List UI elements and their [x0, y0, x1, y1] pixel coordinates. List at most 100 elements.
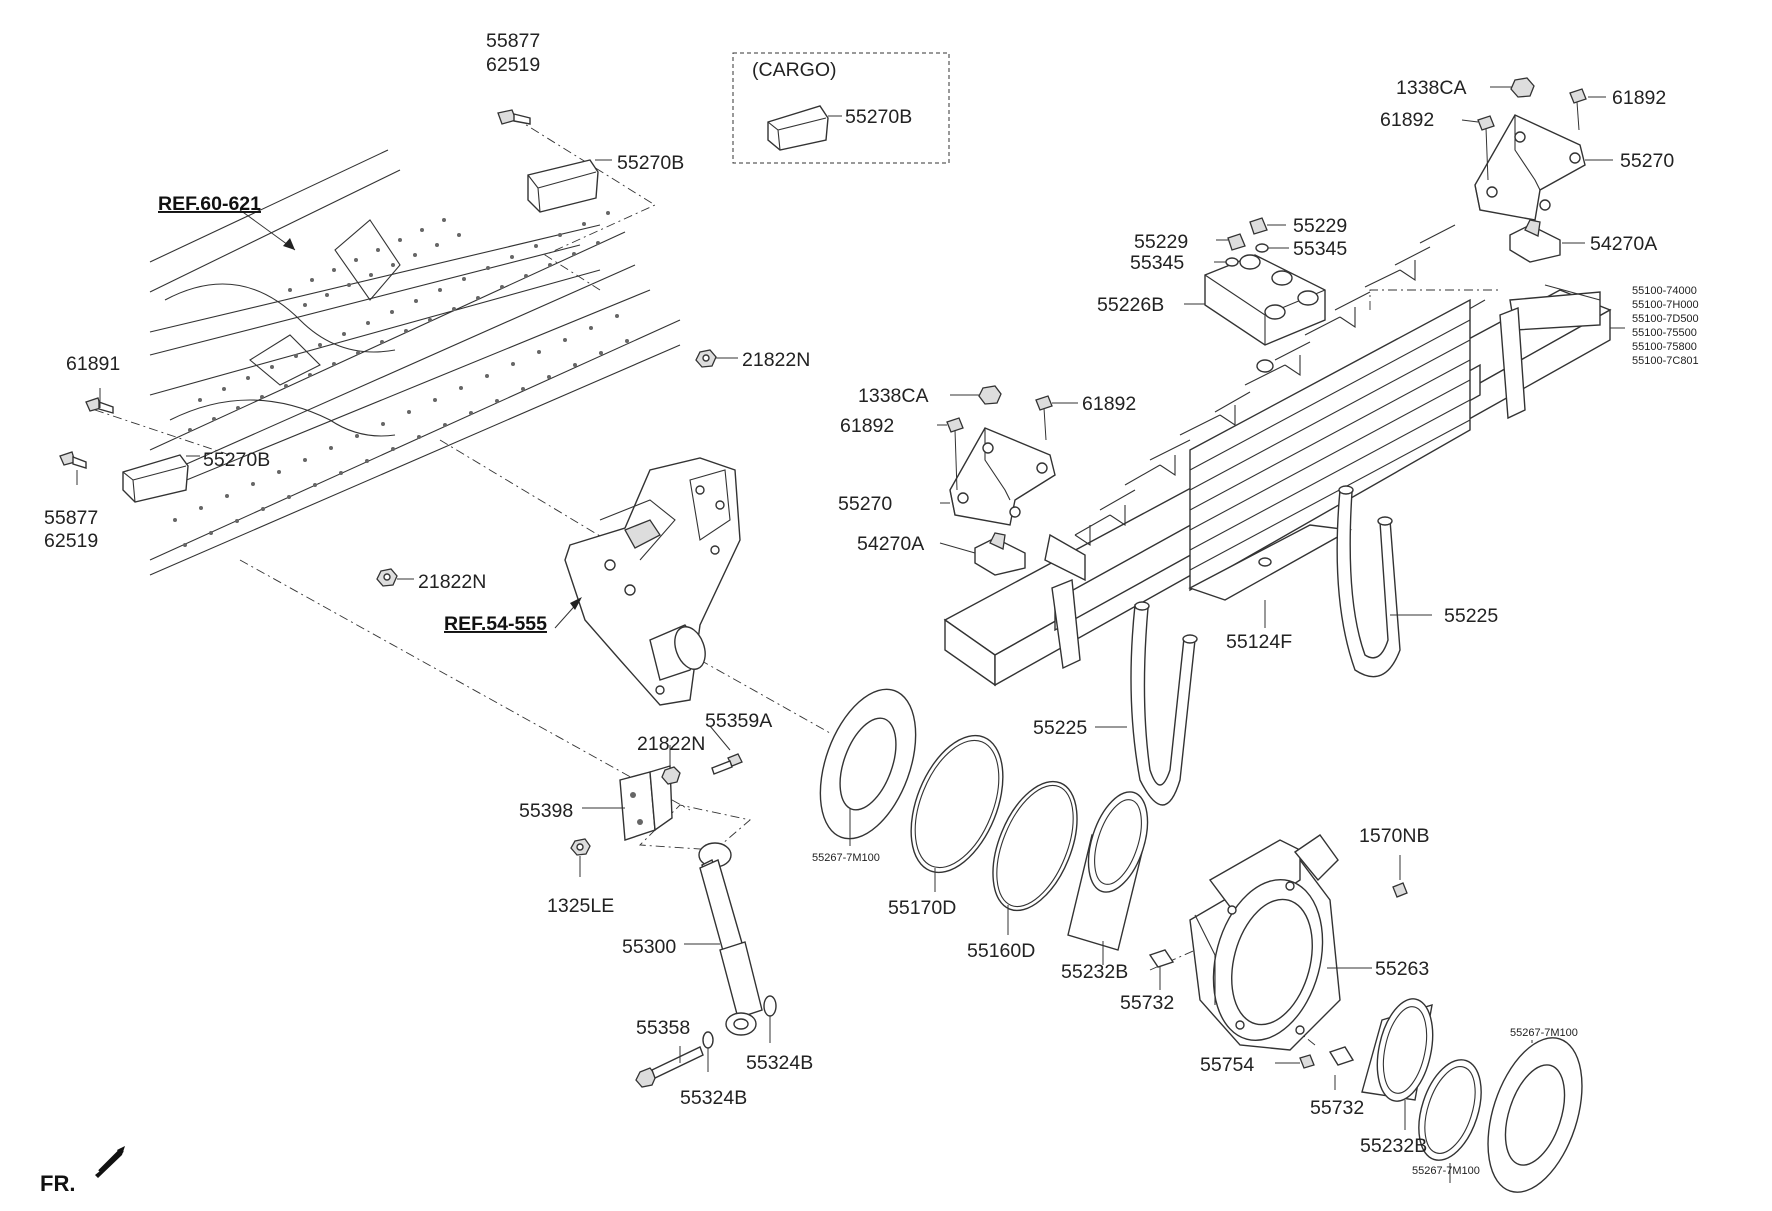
label-62519-left[interactable]: 62519 — [44, 530, 98, 552]
label-ref-60-621[interactable]: REF.60-621 — [158, 193, 261, 215]
label-55359A[interactable]: 55359A — [705, 710, 772, 732]
label-61892-b[interactable]: 61892 — [1612, 87, 1666, 109]
label-55226B[interactable]: 55226B — [1097, 294, 1164, 316]
bolt-61892-d[interactable] — [1035, 395, 1053, 441]
label-54270A-a[interactable]: 54270A — [1590, 233, 1657, 255]
label-55232B-a[interactable]: 55232B — [1061, 961, 1128, 983]
spring-pad-55226B[interactable] — [1204, 254, 1326, 346]
label-21822N-b[interactable]: 21822N — [418, 571, 486, 593]
label-55267-b[interactable]: 55267-7M100 — [1412, 1165, 1480, 1177]
spring-variant[interactable]: 55100-75500 — [1632, 327, 1697, 339]
label-55877-top[interactable]: 55877 — [486, 30, 540, 52]
seal-55267-b[interactable] — [1407, 1052, 1492, 1168]
label-ref-54-555[interactable]: REF.54-555 — [444, 613, 547, 635]
label-55345-a[interactable]: 55345 — [1130, 252, 1184, 274]
label-61891[interactable]: 61891 — [66, 353, 120, 375]
label-55270-b[interactable]: 55270 — [838, 493, 892, 515]
bushing-55232B-a[interactable] — [1067, 785, 1159, 951]
nut-1325LE[interactable] — [570, 838, 591, 856]
label-55358[interactable]: 55358 — [636, 1017, 690, 1039]
block-54270A-b[interactable] — [974, 532, 1026, 576]
seal-55170D[interactable] — [893, 722, 1021, 885]
nut-55229-b[interactable] — [1249, 217, 1268, 235]
nut-21822N-c[interactable] — [661, 766, 681, 785]
label-55229-b[interactable]: 55229 — [1293, 215, 1347, 237]
label-1338CA-a[interactable]: 1338CA — [1396, 77, 1466, 99]
spring-variant[interactable]: 55100-7C801 — [1632, 355, 1699, 367]
label-54270A-b[interactable]: 54270A — [857, 533, 924, 555]
label-55754[interactable]: 55754 — [1200, 1054, 1254, 1076]
spring-variant[interactable]: 55100-7H000 — [1632, 299, 1699, 311]
label-55267-a[interactable]: 55267-7M100 — [812, 852, 880, 864]
bolt-55358[interactable] — [635, 1046, 704, 1088]
nut-1338CA-a[interactable] — [1510, 77, 1535, 98]
bolt-61892-c[interactable] — [946, 417, 964, 491]
label-55263[interactable]: 55263 — [1375, 958, 1429, 980]
label-55124F[interactable]: 55124F — [1226, 631, 1292, 653]
pin-55732-a[interactable] — [1148, 949, 1175, 968]
ring-55160D[interactable] — [976, 769, 1094, 922]
washer-55345-a[interactable] — [1225, 257, 1239, 267]
bolt-61891[interactable] — [85, 397, 114, 414]
u-bolt-55225-a[interactable] — [1130, 601, 1198, 806]
nut-21822N-a[interactable] — [695, 349, 717, 368]
pin-55732-b[interactable] — [1328, 1046, 1355, 1066]
bolt-55359A[interactable] — [711, 753, 743, 775]
label-61892-a[interactable]: 61892 — [1380, 109, 1434, 131]
shock-absorber-55300[interactable] — [698, 842, 763, 1036]
washer-55324B-a[interactable] — [702, 1031, 714, 1049]
spring-variant[interactable]: 55100-7D500 — [1632, 313, 1699, 325]
part-55270B-top[interactable] — [527, 159, 599, 213]
u-bolt-55225-b[interactable] — [1336, 485, 1401, 678]
nut-1338CA-b[interactable] — [978, 385, 1002, 405]
spring-variant[interactable]: 55100-75800 — [1632, 341, 1697, 353]
label-55225-a[interactable]: 55225 — [1033, 717, 1087, 739]
spring-seat-55263[interactable] — [1189, 834, 1341, 1053]
label-55267-c[interactable]: 55267-7M100 — [1510, 1027, 1578, 1039]
label-55732-b[interactable]: 55732 — [1310, 1097, 1364, 1119]
label-21822N-c[interactable]: 21822N — [637, 733, 705, 755]
bolt-55754[interactable] — [1299, 1054, 1315, 1069]
label-55345-b[interactable]: 55345 — [1293, 238, 1347, 260]
label-21822N-a[interactable]: 21822N — [742, 349, 810, 371]
label-55160D[interactable]: 55160D — [967, 940, 1035, 962]
bushing-55232B-b[interactable] — [1361, 994, 1441, 1107]
plate-55270-b[interactable] — [949, 427, 1056, 526]
label-55270B-top[interactable]: 55270B — [617, 152, 684, 174]
label-1570NB[interactable]: 1570NB — [1359, 825, 1429, 847]
label-61892-c[interactable]: 61892 — [1082, 393, 1136, 415]
label-55229-a[interactable]: 55229 — [1134, 231, 1188, 253]
bolt-61892-a[interactable] — [1477, 115, 1495, 181]
bolt-61892-b[interactable] — [1569, 88, 1587, 131]
label-55225-b[interactable]: 55225 — [1444, 605, 1498, 627]
nut-21822N-b[interactable] — [376, 568, 398, 587]
block-54270A-a[interactable] — [1509, 219, 1561, 263]
plate-55270-a[interactable] — [1474, 114, 1586, 221]
washer-55267-a[interactable] — [802, 676, 934, 851]
bolt-55877-top[interactable] — [497, 109, 531, 125]
label-55324B-b[interactable]: 55324B — [746, 1052, 813, 1074]
label-55732-a[interactable]: 55732 — [1120, 992, 1174, 1014]
part-55270B-left[interactable] — [122, 454, 189, 503]
label-55324B-a[interactable]: 55324B — [680, 1087, 747, 1109]
label-62519-top[interactable]: 62519 — [486, 54, 540, 76]
label-55877-left[interactable]: 55877 — [44, 507, 98, 529]
label-55270B-cargo[interactable]: 55270B — [845, 106, 912, 128]
leaf-spring-55100[interactable] — [943, 224, 1612, 687]
spring-variant[interactable]: 55100-74000 — [1632, 285, 1697, 297]
fitting-1570NB[interactable] — [1392, 882, 1408, 898]
label-55170D[interactable]: 55170D — [888, 897, 956, 919]
label-1325LE[interactable]: 1325LE — [547, 895, 614, 917]
spring-hanger-bracket[interactable] — [564, 457, 741, 706]
washer-55267-c[interactable] — [1470, 1026, 1599, 1204]
label-55270-a[interactable]: 55270 — [1620, 150, 1674, 172]
label-1338CA-b[interactable]: 1338CA — [858, 385, 928, 407]
bolt-55877-left[interactable] — [59, 451, 87, 469]
label-55398[interactable]: 55398 — [519, 800, 573, 822]
nut-55229-a[interactable] — [1227, 233, 1246, 251]
label-55300[interactable]: 55300 — [622, 936, 676, 958]
washer-55324B-b[interactable] — [763, 995, 777, 1017]
label-55270B-left[interactable]: 55270B — [203, 449, 270, 471]
label-55232B-b[interactable]: 55232B — [1360, 1135, 1427, 1157]
label-61892-d[interactable]: 61892 — [840, 415, 894, 437]
